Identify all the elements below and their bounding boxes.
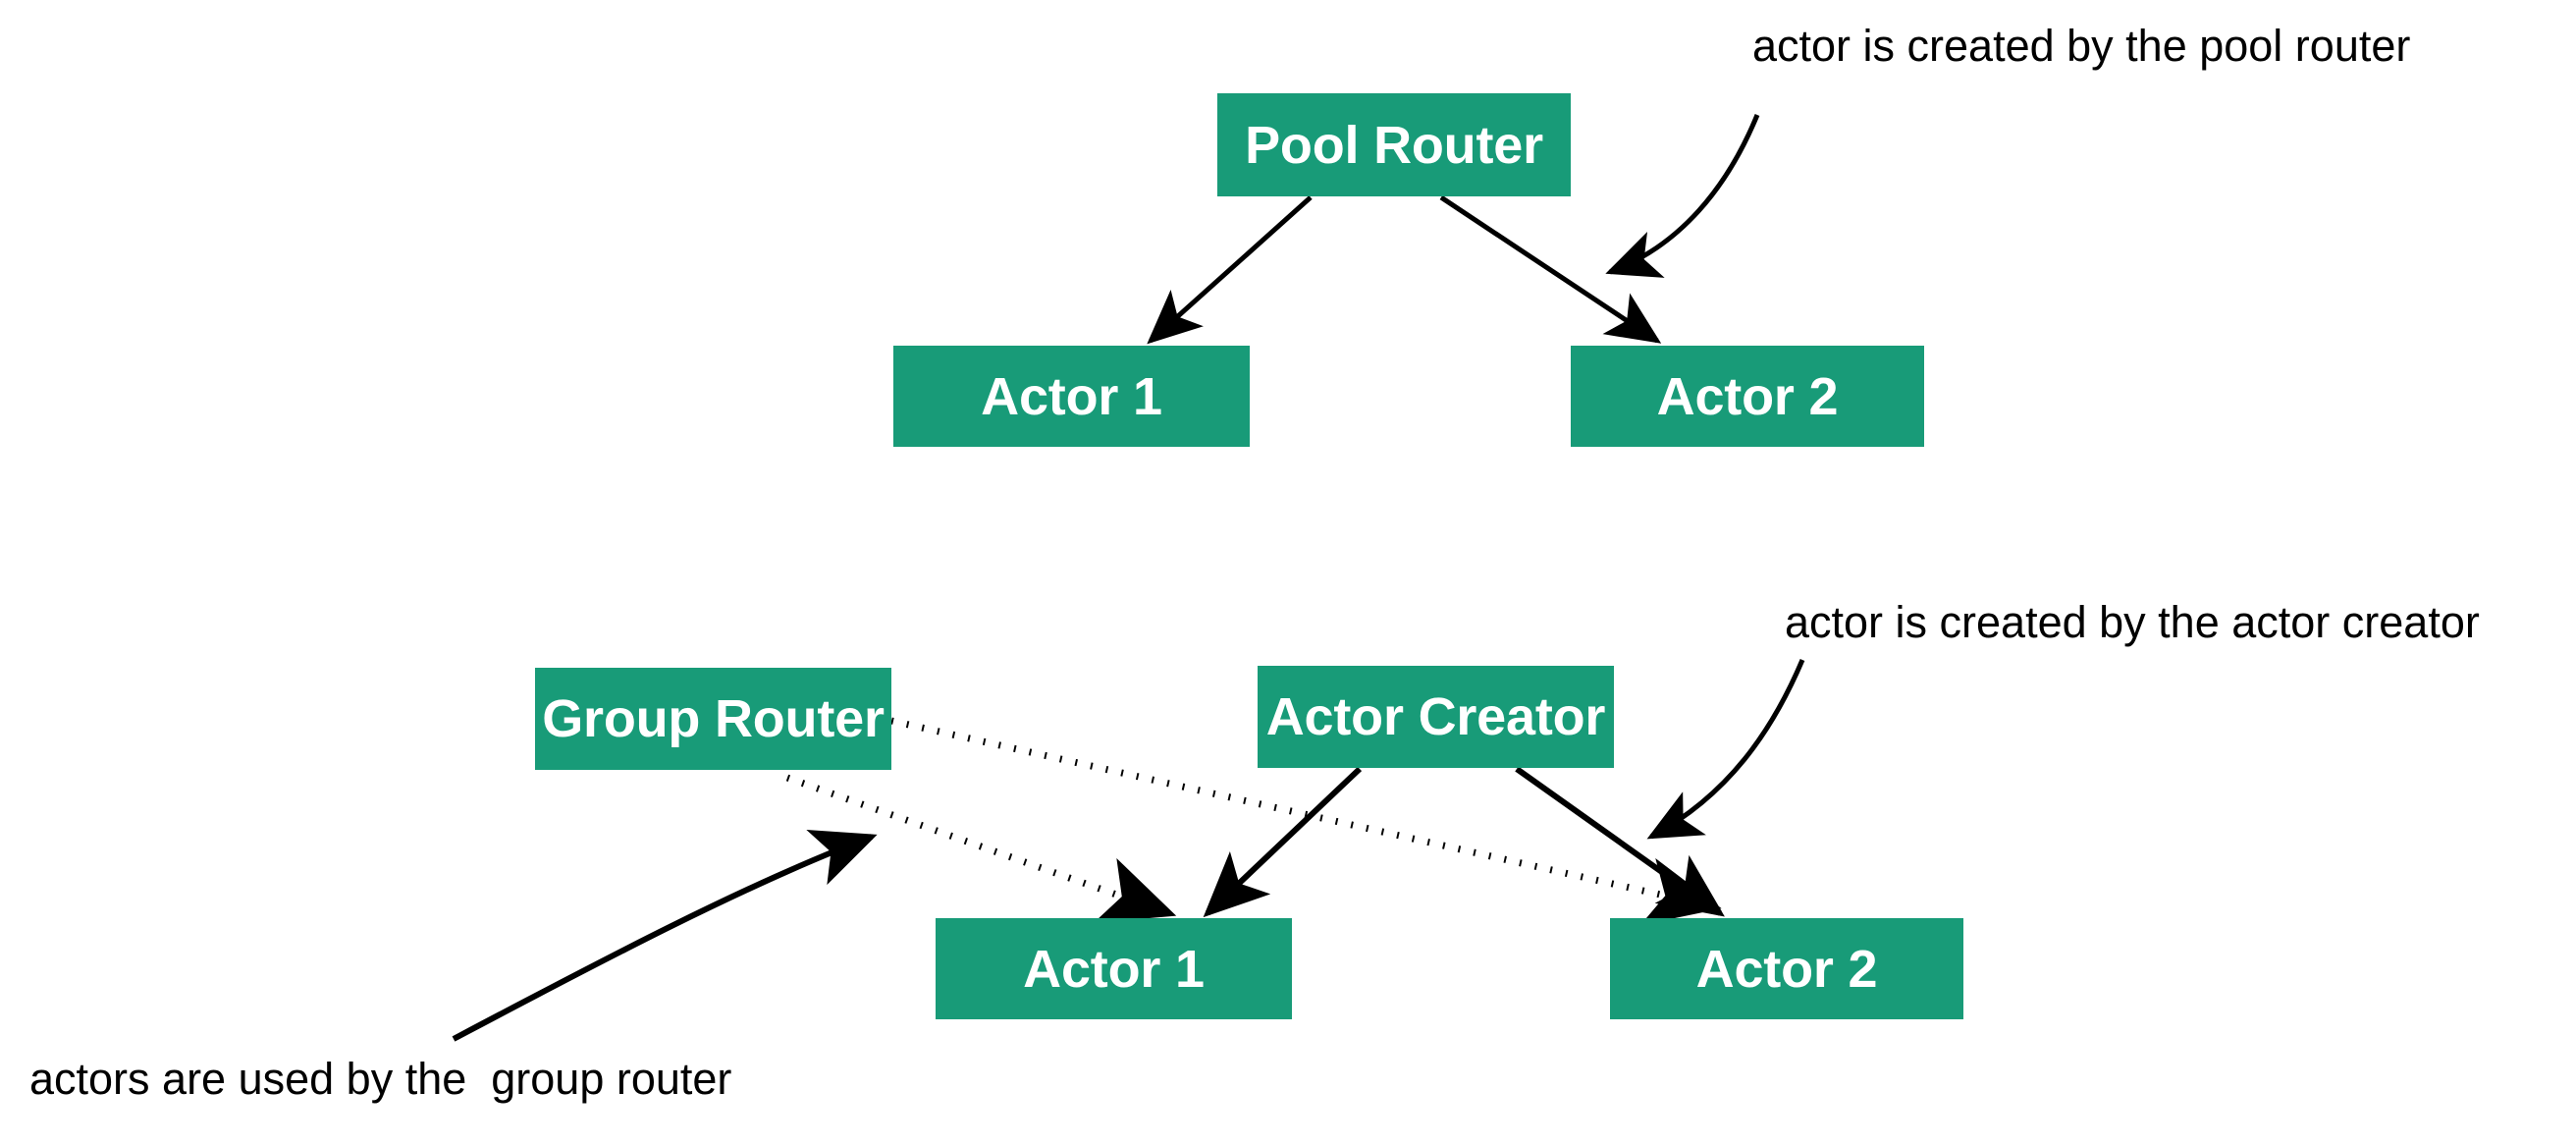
node-actor-creator[interactable]: Actor Creator bbox=[1258, 666, 1614, 768]
node-group-actor-1[interactable]: Actor 1 bbox=[936, 918, 1292, 1019]
node-pool-actor-1[interactable]: Actor 1 bbox=[893, 346, 1250, 447]
node-group-actor-2-label: Actor 2 bbox=[1695, 939, 1878, 999]
node-pool-actor-2-label: Actor 2 bbox=[1656, 366, 1839, 426]
node-pool-router[interactable]: Pool Router bbox=[1217, 93, 1571, 196]
annotation-actor-creator-text: actor is created by the actor creator bbox=[1785, 597, 2480, 647]
edge-actor-creator-to-actor-1 bbox=[1203, 766, 1363, 918]
edge-pool-router-to-actor-1 bbox=[1147, 195, 1313, 345]
annotation-arrow-pool-router bbox=[1605, 114, 1760, 278]
annotation-arrow-group-router bbox=[452, 829, 878, 1042]
node-pool-actor-2[interactable]: Actor 2 bbox=[1571, 346, 1924, 447]
annotation-arrow-actor-creator bbox=[1646, 659, 1805, 840]
node-group-router[interactable]: Group Router bbox=[535, 668, 891, 770]
edge-actor-creator-to-actor-2 bbox=[1515, 766, 1725, 917]
node-group-router-label: Group Router bbox=[542, 689, 885, 748]
annotation-pool-router-text: actor is created by the pool router bbox=[1752, 21, 2411, 71]
node-actor-creator-label: Actor Creator bbox=[1265, 687, 1606, 746]
edge-pool-router-to-actor-2 bbox=[1439, 194, 1662, 344]
node-pool-router-label: Pool Router bbox=[1245, 115, 1543, 175]
node-group-actor-2[interactable]: Actor 2 bbox=[1610, 918, 1963, 1019]
annotation-group-router-text: actors are used by the group router bbox=[29, 1054, 732, 1104]
node-pool-actor-1-label: Actor 1 bbox=[981, 366, 1162, 426]
node-group-actor-1-label: Actor 1 bbox=[1023, 939, 1205, 999]
